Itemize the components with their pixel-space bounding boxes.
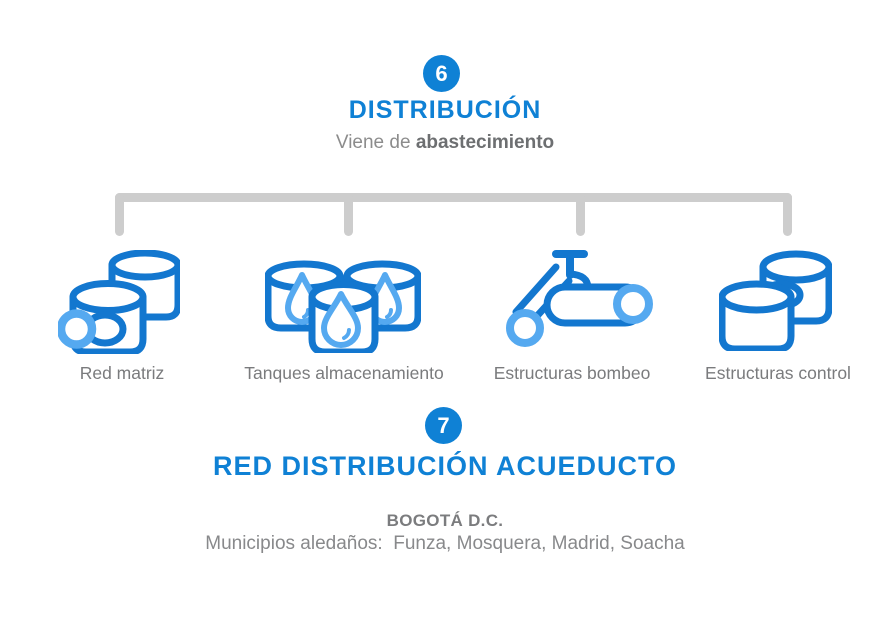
branch-label-estructuras-bombeo: Estructuras bombeo bbox=[493, 363, 651, 383]
subtitle-bold: abastecimiento bbox=[415, 132, 555, 153]
connector-drop-4 bbox=[783, 193, 792, 236]
subtitle: Viene de abastecimiento bbox=[0, 132, 890, 154]
pump-pipe-valve-icon bbox=[506, 250, 653, 347]
page-title: DISTRIBUCIÓN bbox=[348, 96, 542, 124]
connector-drop-3 bbox=[576, 193, 585, 236]
municipalities-label: Municipios aledaños: Funza, Mosquera, Ma… bbox=[205, 533, 685, 554]
branch-label-tanques-almacenamiento: Tanques almacenamiento bbox=[244, 363, 444, 383]
city-label: BOGOTÁ D.C. bbox=[386, 511, 504, 530]
connector-drop-2 bbox=[344, 193, 353, 236]
storage-tanks-water-drops-icon bbox=[265, 260, 421, 353]
branch-label-estructuras-control: Estructuras control bbox=[705, 363, 851, 383]
branch-label-red-matriz: Red matriz bbox=[79, 363, 165, 383]
water-tanks-pipe-ring-icon bbox=[58, 250, 180, 354]
section-title-red-distribucion: RED DISTRIBUCIÓN ACUEDUCTO bbox=[212, 451, 677, 481]
control-tanks-icon bbox=[719, 250, 832, 351]
step-7-badge: 7 bbox=[425, 407, 462, 444]
subtitle-prefix: Viene de bbox=[335, 132, 416, 153]
step-6-badge: 6 bbox=[423, 55, 460, 92]
connector-drop-1 bbox=[115, 193, 124, 236]
connector-horizontal-bar bbox=[115, 193, 792, 202]
